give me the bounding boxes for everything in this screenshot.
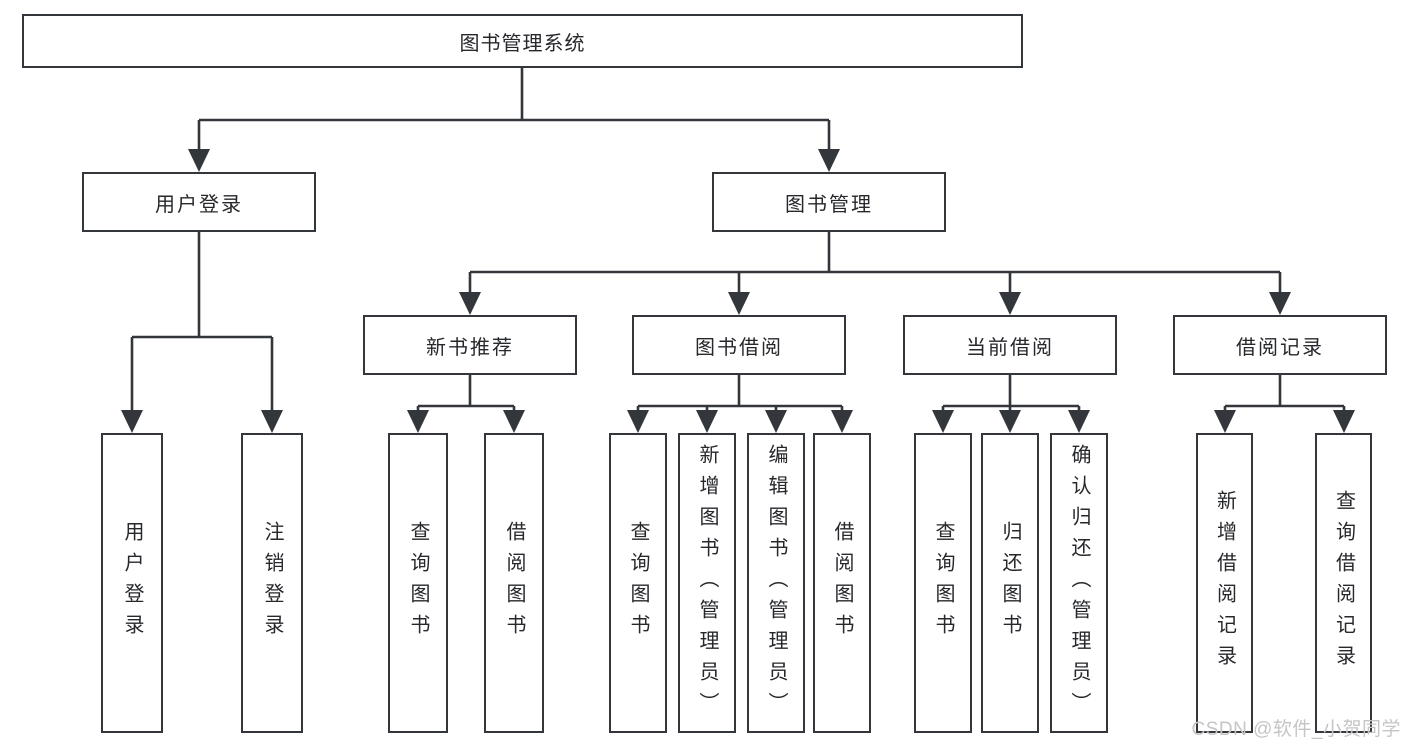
leaf-query-borrow-record: 查询借阅记录 xyxy=(1315,433,1372,733)
node-book-borrowing: 图书借阅 xyxy=(632,315,846,375)
node-book-management: 图书管理 xyxy=(712,172,946,232)
leaf-confirm-return-admin: 确认归还（管理员） xyxy=(1050,433,1108,733)
arrowheads xyxy=(121,149,1355,433)
connector-root-to-level2 xyxy=(197,68,831,160)
node-user-login: 用户登录 xyxy=(82,172,316,232)
leaf-logout: 注销登录 xyxy=(241,433,303,733)
leaf-query-books-current: 查询图书 xyxy=(914,433,972,733)
csdn-watermark: CSDN @软件_小贺同学 xyxy=(1191,719,1401,740)
connector-user-login-to-leaves xyxy=(130,232,274,420)
node-borrowing-records: 借阅记录 xyxy=(1173,315,1387,375)
node-new-book-recommendation: 新书推荐 xyxy=(363,315,577,375)
leaf-borrow-books-recommend: 借阅图书 xyxy=(484,433,544,733)
leaf-query-books-recommend: 查询图书 xyxy=(388,433,448,733)
connector-book-borrow-to-leaves xyxy=(636,375,844,420)
leaf-add-books-admin: 新增图书（管理员） xyxy=(678,433,736,733)
connector-book-mgmt-to-level3 xyxy=(468,232,1282,302)
leaf-borrow-books-borrowing: 借阅图书 xyxy=(813,433,871,733)
connector-borrow-records-to-leaves xyxy=(1223,375,1346,420)
leaf-add-borrow-record: 新增借阅记录 xyxy=(1196,433,1253,733)
node-current-borrowing: 当前借阅 xyxy=(903,315,1117,375)
leaf-query-books-borrowing: 查询图书 xyxy=(609,433,667,733)
node-library-management-system: 图书管理系统 xyxy=(22,14,1023,68)
connector-new-book-to-leaves xyxy=(416,375,516,420)
leaf-user-login: 用户登录 xyxy=(101,433,163,733)
leaf-return-books: 归还图书 xyxy=(981,433,1039,733)
leaf-edit-books-admin: 编辑图书（管理员） xyxy=(747,433,805,733)
